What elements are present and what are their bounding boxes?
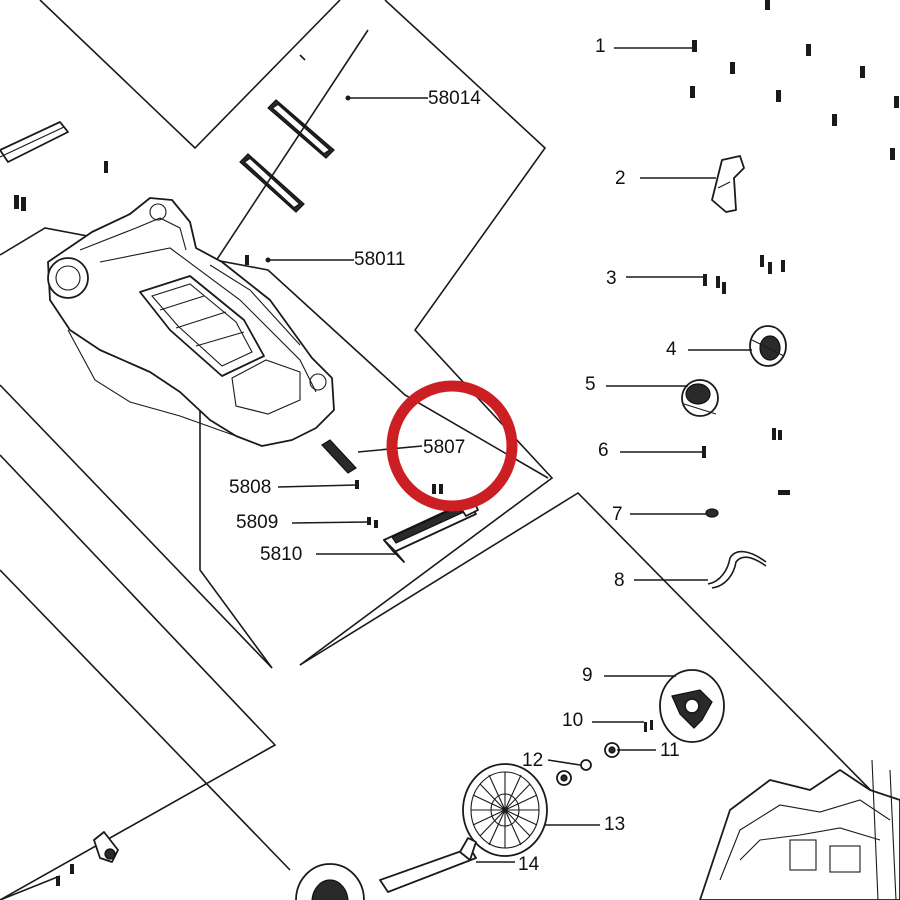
rear-wheel xyxy=(295,863,365,900)
handle-housing xyxy=(47,197,335,447)
callout-6: 6 xyxy=(598,440,609,461)
mower-deck xyxy=(699,759,900,900)
callout-13: 13 xyxy=(604,814,625,835)
part-14-axle xyxy=(379,837,477,893)
callout-11: 11 xyxy=(660,740,680,761)
callout-10: 10 xyxy=(562,710,583,731)
part-3-screws xyxy=(703,255,785,294)
part-13-wheel xyxy=(462,763,548,857)
part-9-hub-cap xyxy=(659,669,725,743)
callout-8: 8 xyxy=(614,570,625,591)
callout-14: 14 xyxy=(518,854,540,875)
callout-4: 4 xyxy=(666,339,677,360)
part-12-washers xyxy=(556,759,592,786)
callout-7: 7 xyxy=(612,504,623,525)
callout-58014: 58014 xyxy=(428,88,481,109)
callout-12: 12 xyxy=(522,750,543,771)
part-6-screws xyxy=(702,428,790,495)
part-7-washer xyxy=(705,508,719,518)
callout-2: 2 xyxy=(615,168,626,189)
callout-labels: 1 2 3 4 5 6 7 8 9 10 11 12 13 14 58014 5… xyxy=(229,36,680,875)
callout-5810: 5810 xyxy=(260,544,302,565)
part-11-nut xyxy=(604,742,620,758)
handle-bar xyxy=(0,121,108,211)
part-4-knob xyxy=(749,325,787,367)
callout-5807: 5807 xyxy=(423,437,465,458)
highlight-circle xyxy=(386,380,518,512)
part-8-cable xyxy=(707,550,767,589)
lower-left-parts xyxy=(0,831,119,900)
part-2-bracket xyxy=(711,155,745,213)
callout-9: 9 xyxy=(582,665,593,686)
callout-58011: 58011 xyxy=(354,249,405,270)
handle-grips xyxy=(209,29,369,271)
callout-3: 3 xyxy=(606,268,617,289)
screw-field xyxy=(690,0,899,160)
leader-lines xyxy=(265,47,752,863)
callout-1: 1 xyxy=(595,36,606,57)
callout-5: 5 xyxy=(585,374,596,395)
callout-5809: 5809 xyxy=(236,512,278,533)
part-10-pin xyxy=(644,720,653,732)
callout-5808: 5808 xyxy=(229,477,271,498)
part-5-knob xyxy=(681,379,719,417)
